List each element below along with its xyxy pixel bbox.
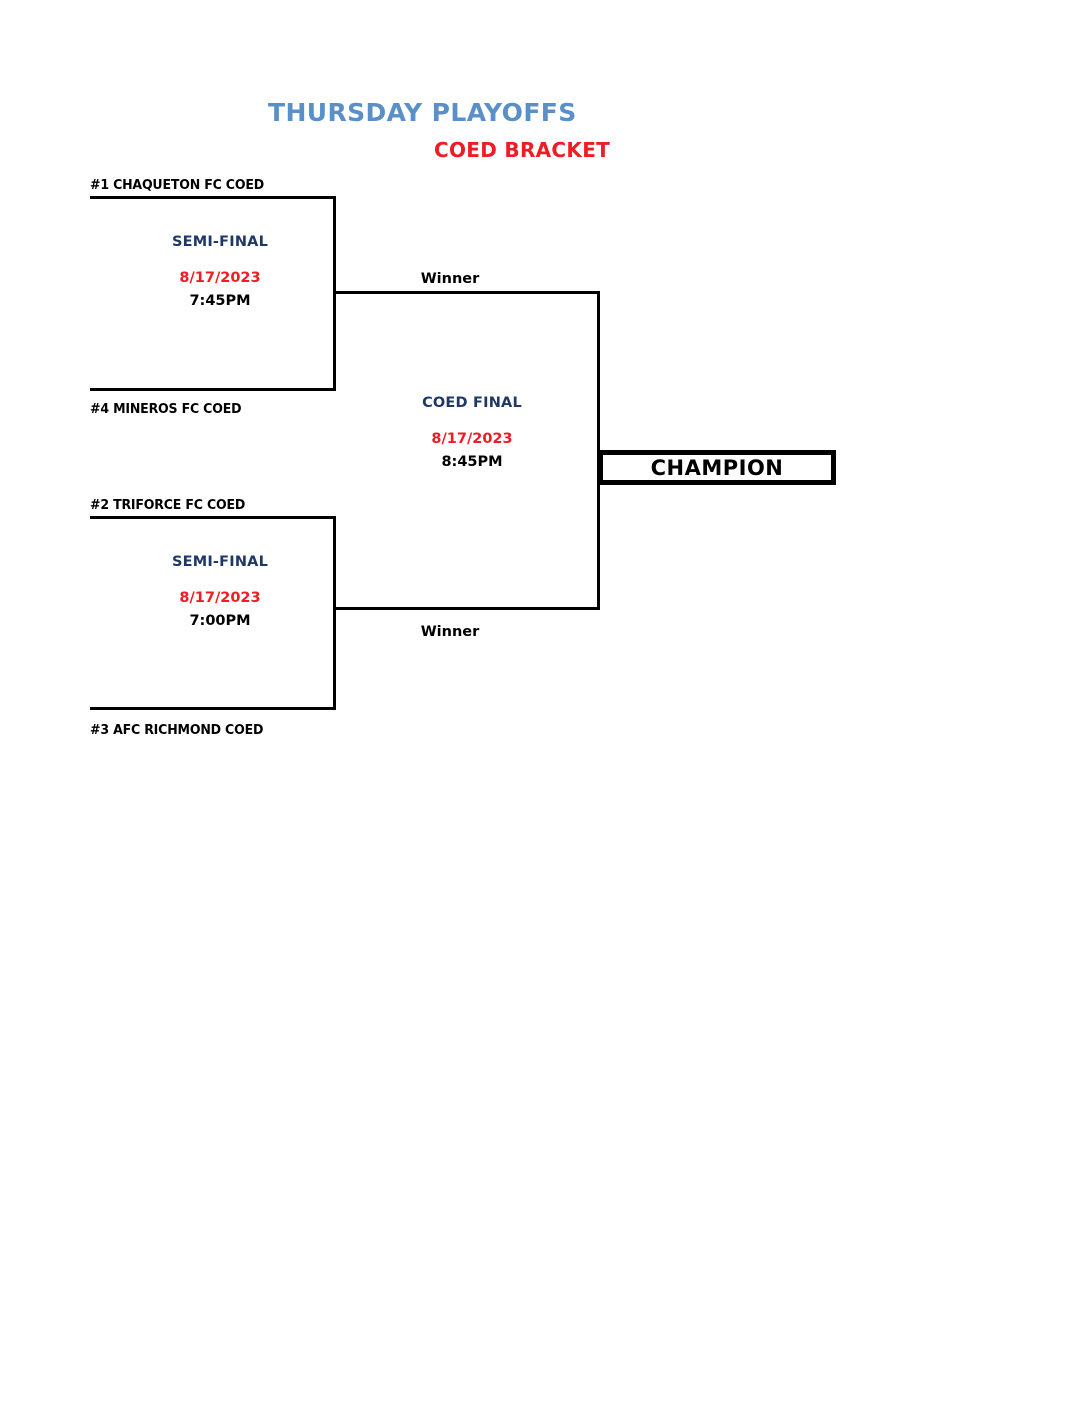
match-date-final: 8/17/2023: [431, 431, 513, 447]
champion-label: CHAMPION: [650, 455, 784, 480]
page-title: THURSDAY PLAYOFFS: [268, 98, 577, 127]
champion-box: CHAMPION: [598, 450, 836, 485]
bracket-line-semifinal-1-bottom: [90, 388, 336, 391]
round-label-semifinal-1: SEMI-FINAL: [171, 234, 269, 250]
match-date-semifinal-2: 8/17/2023: [179, 590, 261, 606]
bracket-line-semifinal-2-top: [90, 516, 336, 519]
round-label-semifinal-2: SEMI-FINAL: [171, 554, 269, 570]
winner-label-semifinal-2: Winner: [420, 624, 480, 640]
bracket-line-semifinal-1-top: [90, 196, 336, 199]
bracket-line-semifinal-2-connector: [333, 516, 336, 710]
match-info-final: COED FINAL 8/17/2023 8:45PM: [382, 395, 562, 470]
team-label-seed-3: #3 AFC RICHMOND COED: [90, 722, 264, 738]
bracket-line-final-top: [333, 291, 600, 294]
bracket-line-final-bottom: [333, 607, 600, 610]
match-time-semifinal-2: 7:00PM: [189, 613, 251, 629]
team-label-seed-2: #2 TRIFORCE FC COED: [90, 497, 246, 513]
match-time-final: 8:45PM: [441, 454, 503, 470]
bracket-line-semifinal-2-bottom: [90, 707, 336, 710]
match-date-semifinal-1: 8/17/2023: [179, 270, 261, 286]
winner-label-semifinal-1: Winner: [420, 271, 480, 287]
team-label-seed-4: #4 MINEROS FC COED: [90, 401, 242, 417]
match-time-semifinal-1: 7:45PM: [189, 293, 251, 309]
team-label-seed-1: #1 CHAQUETON FC COED: [90, 177, 264, 193]
round-label-final: COED FINAL: [422, 395, 522, 411]
page-subtitle: COED BRACKET: [434, 138, 611, 162]
match-info-semifinal-2: SEMI-FINAL 8/17/2023 7:00PM: [130, 554, 310, 629]
match-info-semifinal-1: SEMI-FINAL 8/17/2023 7:45PM: [130, 234, 310, 309]
